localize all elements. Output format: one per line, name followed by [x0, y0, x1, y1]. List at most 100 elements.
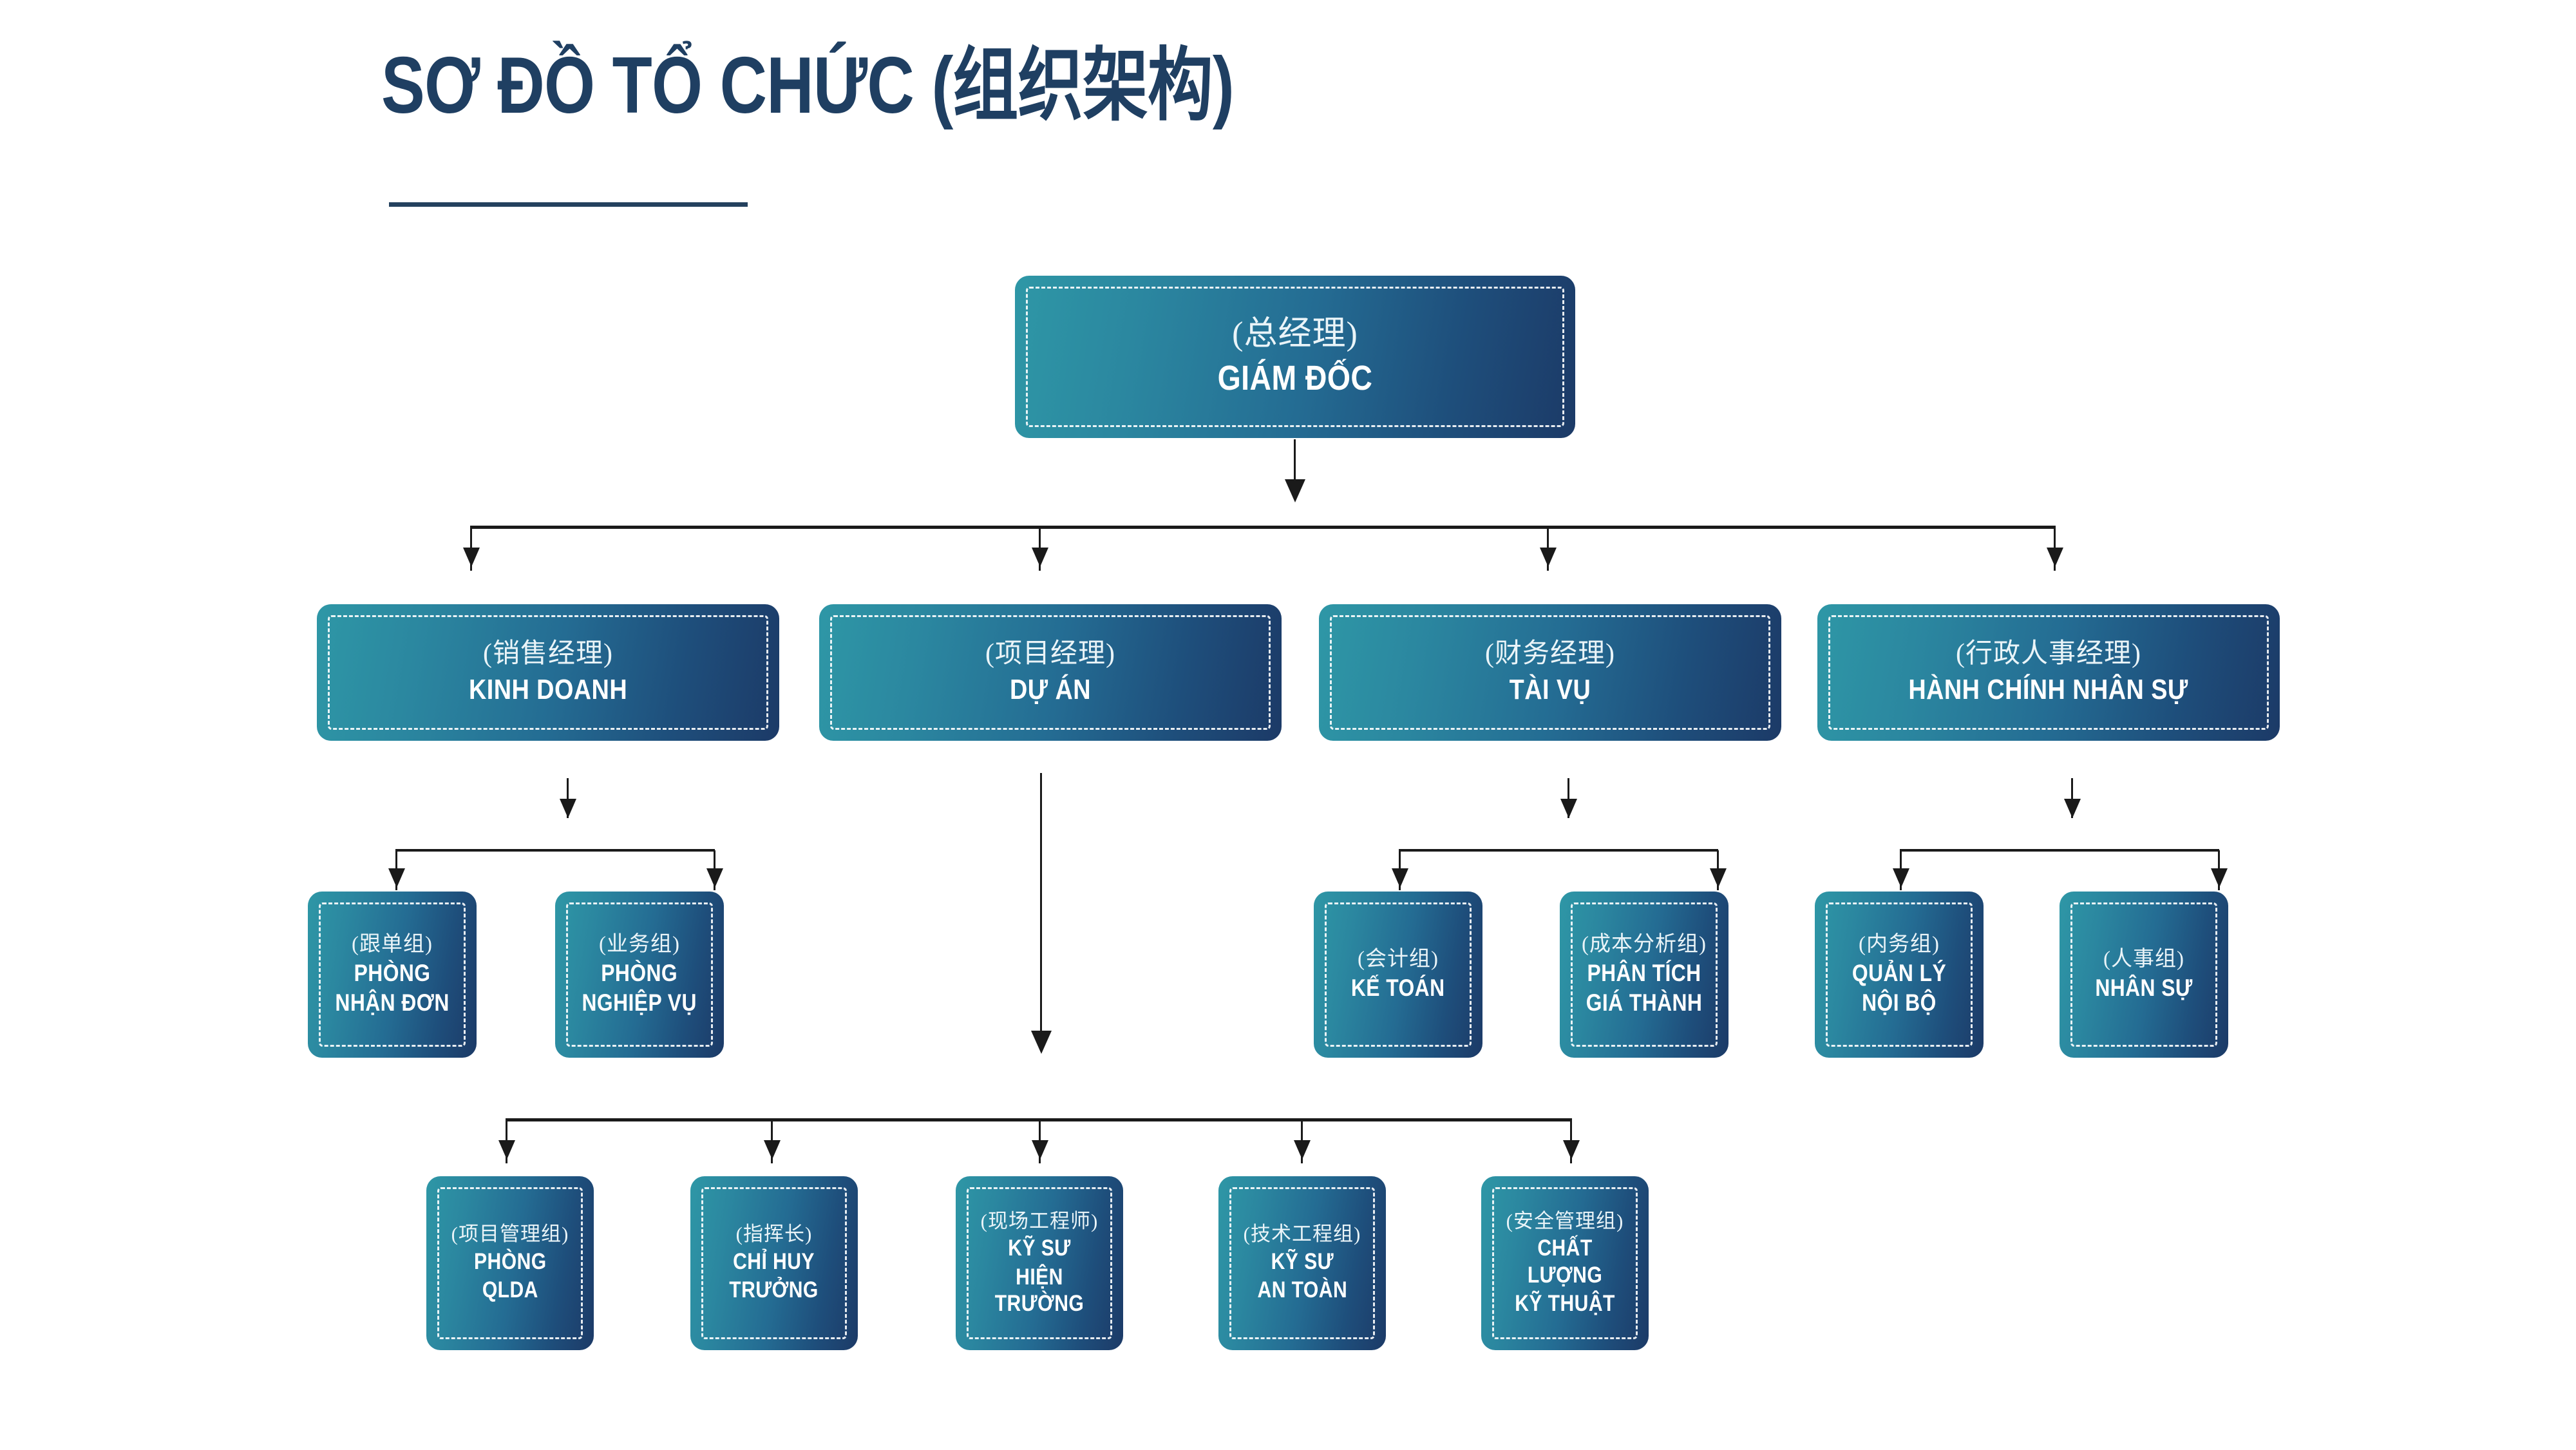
node-label-vn: PHÒNG	[601, 959, 678, 986]
arrow-nghiep-vu	[706, 868, 723, 888]
node-phong-qlda[interactable]: (项目管理组) PHÒNG QLDA	[426, 1176, 594, 1350]
arrow-hanh-chinh	[2047, 548, 2063, 567]
connector-admin-stem	[2071, 778, 2073, 818]
node-label: (总经理) GIÁM ĐỐC	[1196, 314, 1394, 399]
connector-bus-sales	[395, 849, 715, 852]
node-label-vn: PHÒNG	[473, 1248, 547, 1274]
node-label: (跟单组) PHÒNG NHẬN ĐƠN	[317, 932, 468, 1017]
node-label-cn: (人事组)	[2103, 948, 2184, 971]
connector-bus-finance	[1399, 849, 1718, 852]
node-label: (内务组) QUẢN LÝ NỘI BỘ	[1835, 932, 1963, 1017]
arrow-root-down	[1285, 479, 1305, 502]
node-label-cn: (项目经理)	[985, 639, 1115, 669]
arrow-ke-toan	[1392, 868, 1408, 888]
node-label-vn-2: NHẬN ĐƠN	[335, 989, 450, 1016]
node-label-vn: PHÂN TÍCH	[1587, 959, 1701, 986]
node-label-vn-2: NGHIỆP VỤ	[582, 989, 697, 1016]
arrow-admin-stem	[2064, 799, 2081, 818]
node-ky-su-hien-truong[interactable]: (现场工程师) KỸ SƯ HIỆN TRƯỜNG	[956, 1176, 1123, 1350]
arrow-finance-stem	[1560, 799, 1577, 818]
arrow-phong-qlda	[498, 1140, 515, 1159]
node-label-cn: (安全管理组)	[1506, 1209, 1624, 1232]
connector-root-stem	[1294, 439, 1296, 499]
node-label-vn: HÀNH CHÍNH NHÂN SỰ	[1908, 673, 2189, 705]
node-label-cn: (财务经理)	[1485, 639, 1615, 669]
node-label: (现场工程师) KỸ SƯ HIỆN TRƯỜNG	[956, 1210, 1123, 1317]
node-label-vn: NHÂN SỰ	[2095, 975, 2193, 1002]
node-label-cn: (技术工程组)	[1243, 1223, 1361, 1246]
node-quan-ly-noi-bo[interactable]: (内务组) QUẢN LÝ NỘI BỘ	[1815, 892, 1984, 1058]
node-hanh-chinh-nhan-su[interactable]: (行政人事经理) HÀNH CHÍNH NHÂN SỰ	[1817, 604, 2280, 741]
node-label-vn-2: QLDA	[482, 1277, 538, 1303]
node-tai-vu[interactable]: (财务经理) TÀI VỤ	[1319, 604, 1781, 741]
connector-finance-stem	[1567, 778, 1569, 818]
node-label-vn-2: AN TOÀN	[1257, 1277, 1347, 1303]
arrow-nhan-don	[388, 868, 405, 888]
node-phan-tich-gia-thanh[interactable]: (成本分析组) PHÂN TÍCH GIÁ THÀNH	[1560, 892, 1728, 1058]
node-label-cn: (指挥长)	[735, 1223, 813, 1246]
node-label: (会计组) KẾ TOÁN	[1334, 947, 1461, 1002]
node-nhan-su[interactable]: (人事组) NHÂN SỰ	[2060, 892, 2228, 1058]
node-label: (项目管理组) PHÒNG QLDA	[442, 1223, 578, 1303]
connector-sales-stem	[567, 778, 569, 818]
node-label: (业务组) PHÒNG NGHIỆP VỤ	[564, 932, 715, 1017]
node-label-vn: QUẢN LÝ	[1852, 959, 1947, 986]
arrow-chi-huy-truong	[764, 1140, 781, 1159]
arrow-kinh-doanh	[463, 548, 480, 567]
arrow-project-stem	[1031, 1031, 1052, 1054]
node-label-vn: GIÁM ĐỐC	[1217, 358, 1373, 397]
node-label-cn: (行政人事经理)	[1956, 639, 2141, 669]
node-label: (财务经理) TÀI VỤ	[1476, 638, 1624, 706]
node-label-vn-2: HIỆN TRƯỜNG	[994, 1264, 1084, 1316]
node-label: (行政人事经理) HÀNH CHÍNH NHÂN SỰ	[1877, 638, 2220, 706]
node-label: (人事组) NHÂN SỰ	[2078, 947, 2210, 1002]
node-label-cn: (业务组)	[599, 932, 680, 956]
arrow-nhan-su	[2211, 868, 2228, 888]
arrow-chat-luong-ky-thuat	[1563, 1140, 1580, 1159]
arrow-tai-vu	[1540, 548, 1557, 567]
connector-bus-admin	[1900, 849, 2219, 852]
node-label-vn: PHÒNG	[354, 959, 431, 986]
node-chat-luong-ky-thuat[interactable]: (安全管理组) CHẤT LƯỢNG KỸ THUẬT	[1481, 1176, 1649, 1350]
node-label: (销售经理) KINH DOANH	[447, 638, 649, 706]
node-label-cn: (会计组)	[1358, 948, 1439, 971]
node-label-vn: KỸ SƯ	[1008, 1235, 1071, 1261]
node-label-cn: (项目管理组)	[451, 1223, 569, 1246]
node-label-cn: (现场工程师)	[980, 1209, 1099, 1232]
node-label: (项目经理) DỰ ÁN	[976, 638, 1124, 706]
node-label-cn: (内务组)	[1859, 932, 1940, 956]
node-label: (成本分析组) PHÂN TÍCH GIÁ THÀNH	[1567, 932, 1721, 1017]
node-chi-huy-truong[interactable]: (指挥长) CHỈ HUY TRƯỞNG	[690, 1176, 858, 1350]
node-label-vn: CHẤT LƯỢNG	[1527, 1235, 1603, 1288]
node-label: (技术工程组) KỸ SƯ AN TOÀN	[1235, 1223, 1370, 1303]
arrow-du-an	[1032, 548, 1048, 567]
node-label-cn: (跟单组)	[352, 932, 433, 956]
node-label-vn-2: KỸ THUẬT	[1515, 1290, 1615, 1316]
node-label: (安全管理组) CHẤT LƯỢNG KỸ THUẬT	[1481, 1210, 1649, 1317]
arrow-ky-su-hien-truong	[1032, 1140, 1048, 1159]
node-label-vn: DỰ ÁN	[1009, 673, 1092, 705]
node-label-vn: KỸ SƯ	[1271, 1248, 1334, 1274]
node-label-vn: CHỈ HUY	[733, 1248, 815, 1274]
node-label-vn-2: GIÁ THÀNH	[1586, 989, 1703, 1016]
node-giam-doc[interactable]: (总经理) GIÁM ĐỐC	[1015, 276, 1575, 438]
node-label-vn-2: NỘI BỘ	[1862, 989, 1937, 1016]
node-du-an[interactable]: (项目经理) DỰ ÁN	[819, 604, 1282, 741]
arrow-sales-stem	[560, 799, 576, 818]
page-title: SƠ ĐỒ TỔ CHỨC (组织架构)	[381, 41, 1235, 130]
node-label: (指挥长) CHỈ HUY TRƯỞNG	[713, 1223, 835, 1303]
arrow-ky-su-an-toan	[1294, 1140, 1311, 1159]
node-label-cn: (总经理)	[1232, 316, 1358, 353]
node-kinh-doanh[interactable]: (销售经理) KINH DOANH	[317, 604, 779, 741]
arrow-phan-tich	[1710, 868, 1727, 888]
node-ke-toan[interactable]: (会计组) KẾ TOÁN	[1314, 892, 1482, 1058]
title-underline	[389, 202, 748, 207]
node-phong-nhan-don[interactable]: (跟单组) PHÒNG NHẬN ĐƠN	[308, 892, 477, 1058]
arrow-quan-ly-noi-bo	[1893, 868, 1909, 888]
node-label-vn-2: TRƯỞNG	[729, 1277, 819, 1303]
connector-project-long-stem	[1040, 773, 1042, 1051]
node-phong-nghiep-vu[interactable]: (业务组) PHÒNG NGHIỆP VỤ	[555, 892, 724, 1058]
node-ky-su-an-toan[interactable]: (技术工程组) KỸ SƯ AN TOÀN	[1218, 1176, 1386, 1350]
node-label-vn: KẾ TOÁN	[1351, 975, 1445, 1002]
